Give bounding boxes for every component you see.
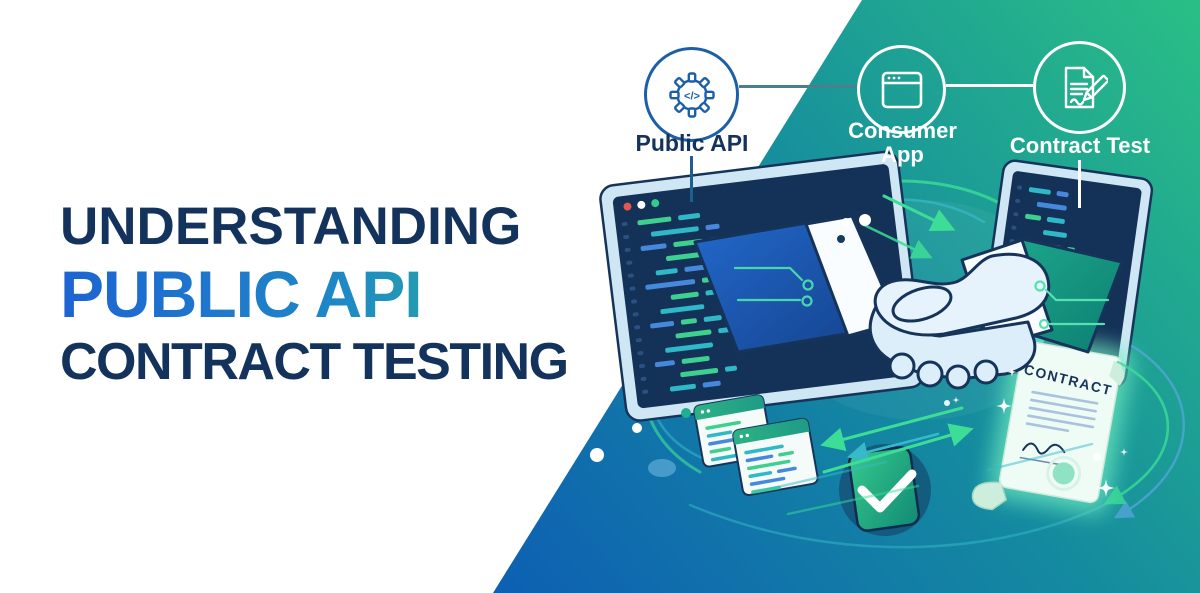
thumb (891, 285, 953, 323)
label-consumer-app: Consumer App (848, 118, 957, 167)
connector-consumer-app-to-contract-test (946, 84, 1033, 87)
title-line-2: PUBLIC API (60, 261, 568, 327)
node-contract-test (1033, 41, 1126, 134)
shield-check (839, 444, 931, 536)
connector-contract-test-to-window (1078, 160, 1081, 208)
document-pencil-icon (1064, 66, 1108, 108)
gear-code-icon: </> (668, 71, 715, 118)
flow-arrows (754, 194, 1185, 519)
signature (1022, 442, 1066, 455)
title-line-1: UNDERSTANDING (60, 197, 522, 256)
handshake (693, 214, 1124, 390)
connector-public-api-to-window (690, 156, 693, 202)
browser-window-icon (881, 71, 922, 108)
contract-scroll: CONTRACT (971, 329, 1136, 519)
title-line-3: CONTRACT TESTING (60, 333, 569, 391)
mini-window-2 (732, 417, 819, 497)
label-contract-test: Contract Test (1009, 133, 1151, 158)
page-title: UNDERSTANDING PUBLIC API CONTRACT TESTIN… (60, 197, 569, 391)
decorative-dots-sparkles (590, 214, 1128, 497)
label-public-api: Public API (635, 130, 749, 156)
seal (1052, 462, 1075, 485)
code-glyph: </> (684, 90, 700, 102)
node-public-api: </> (644, 47, 739, 142)
circuit-lines (733, 266, 1110, 330)
node-consumer-app (857, 45, 946, 134)
connector-public-api-to-consumer-app (739, 85, 857, 88)
